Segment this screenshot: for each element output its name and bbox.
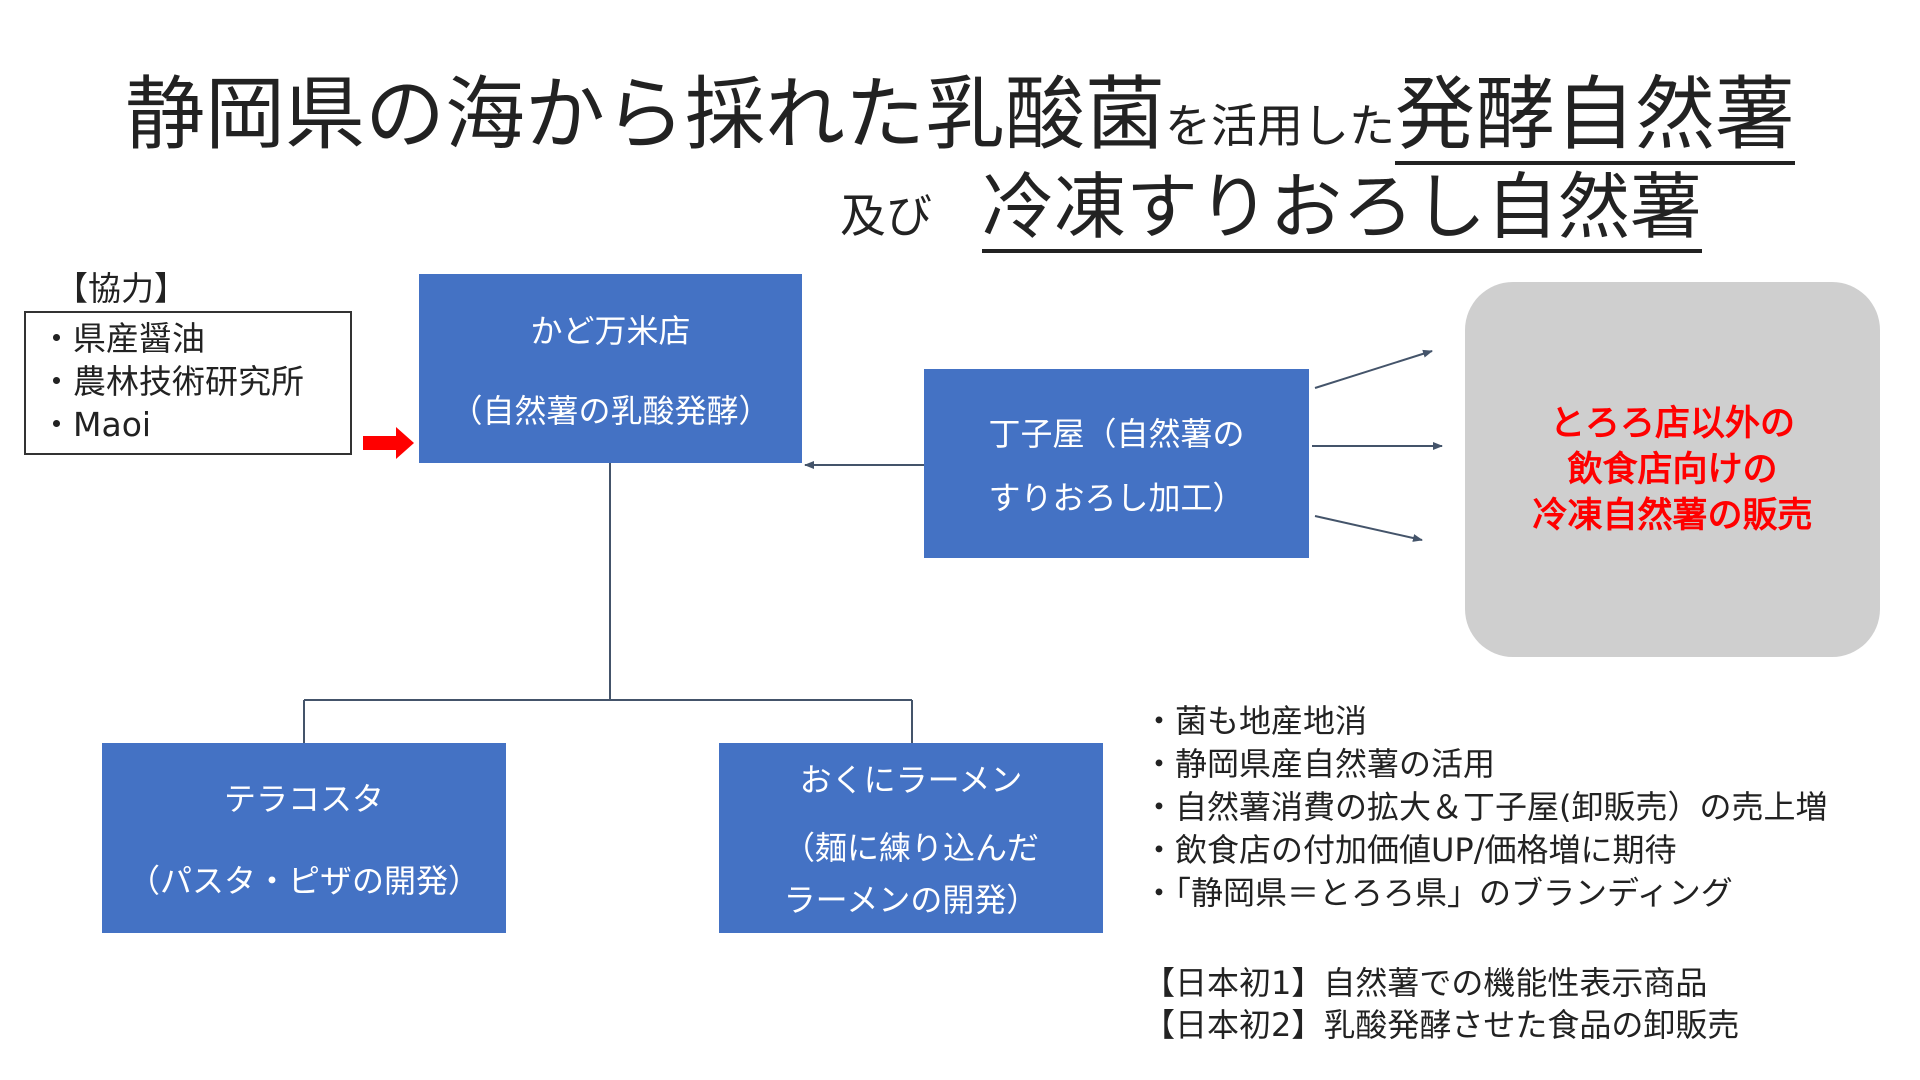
benefit-item: ・静岡県産自然薯の活用	[1143, 745, 1496, 783]
node-okuni-role-1: （麺に練り込んだ	[782, 829, 1039, 867]
cooperation-item: ・Maoi	[40, 405, 152, 444]
node-terracosta-name: テラコスタ	[223, 780, 384, 818]
node-kado: かど万米店 （自然薯の乳酸発酵）	[419, 274, 802, 463]
node-chojiya: 丁子屋（自然薯の すりおろし加工）	[924, 369, 1309, 558]
title-main: 静岡県の海から採れた乳酸菌	[125, 68, 1165, 161]
japan-firsts-list: 【日本初1】自然薯での機能性表示商品 【日本初2】乳酸発酵させた食品の卸販売	[1143, 962, 1913, 1046]
sales-line-1: とろろ店以外の	[1549, 403, 1795, 444]
japan-first-item: 【日本初2】乳酸発酵させた食品の卸販売	[1143, 1006, 1740, 1044]
node-chojiya-line2: すりおろし加工）	[988, 478, 1245, 517]
title-connector: を活用した	[1165, 99, 1395, 153]
node-kado-name: かど万米店	[530, 311, 691, 350]
benefit-item: ・飲食店の付加価値UP/価格増に期待	[1143, 831, 1677, 869]
page-subtitle: 及び冷凍すりおろし自然薯	[840, 148, 1740, 253]
cooperation-heading: 【協力】	[55, 269, 187, 308]
node-okuni: おくにラーメン （麺に練り込んだ ラーメンの開発）	[719, 743, 1103, 933]
benefit-item: ・菌も地産地消	[1143, 702, 1368, 740]
title-and: 及び	[840, 189, 932, 243]
node-kado-role: （自然薯の乳酸発酵）	[450, 391, 771, 430]
sales-line-3: 冷凍自然薯の販売	[1532, 495, 1813, 536]
node-terracosta-role: （パスタ・ピザの開発）	[127, 862, 480, 900]
node-okuni-role-2: ラーメンの開発）	[783, 881, 1039, 919]
sales-line-2: 飲食店向けの	[1567, 449, 1778, 490]
cooperation-item: ・農林技術研究所	[40, 362, 304, 401]
benefits-list: ・菌も地産地消 ・静岡県産自然薯の活用 ・自然薯消費の拡大＆丁子屋(卸販売）の売…	[1143, 700, 1913, 915]
title-product-1: 発酵自然薯	[1395, 68, 1795, 165]
japan-first-item: 【日本初1】自然薯での機能性表示商品	[1143, 964, 1708, 1002]
node-chojiya-line1: 丁子屋（自然薯の	[988, 414, 1245, 453]
sales-arrow-down	[1314, 515, 1423, 542]
cooperation-box: ・県産醤油 ・農林技術研究所 ・Maoi	[24, 311, 352, 455]
benefit-item: ・自然薯消費の拡大＆丁子屋(卸販売）の売上増	[1143, 788, 1828, 826]
cooperation-item: ・県産醤油	[40, 319, 205, 358]
sales-box: とろろ店以外の 飲食店向けの 冷凍自然薯の販売	[1465, 282, 1880, 657]
sales-arrow-up	[1314, 349, 1433, 389]
page-title: 静岡県の海から採れた乳酸菌を活用した発酵自然薯	[125, 50, 1845, 165]
node-okuni-name: おくにラーメン	[799, 761, 1023, 799]
red-arrow-icon	[363, 427, 414, 459]
node-terracosta: テラコスタ （パスタ・ピザの開発）	[102, 743, 506, 933]
title-product-2: 冷凍すりおろし自然薯	[982, 165, 1703, 253]
benefit-item: ・「静岡県＝とろろ県」のブランディング	[1143, 874, 1733, 912]
